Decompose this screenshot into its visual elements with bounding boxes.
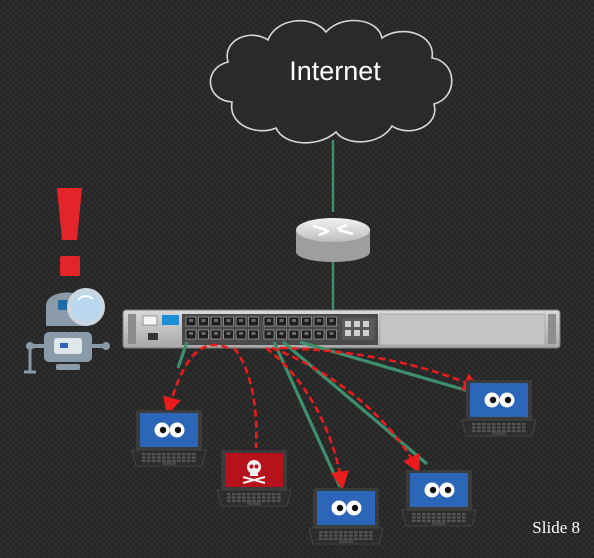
laptop-2[interactable] — [216, 450, 292, 507]
attack-arrow-5 — [279, 346, 482, 391]
exclamation-icon — [57, 188, 82, 276]
attack-arrows — [163, 343, 482, 490]
laptop-1[interactable] — [131, 410, 207, 467]
switch-icon — [122, 309, 561, 349]
attack-arrow-2 — [232, 347, 258, 449]
cloud-label: Internet — [289, 56, 381, 86]
eyes-icon — [484, 392, 515, 408]
laptop-5[interactable] — [461, 380, 537, 437]
link-laptop-4 — [281, 340, 429, 466]
laptop-4[interactable] — [401, 470, 477, 527]
router-icon — [296, 218, 370, 262]
attack-arrow-1 — [163, 343, 229, 416]
slide-number: Slide 8 — [532, 518, 580, 537]
attack-arrow-3 — [265, 346, 349, 490]
switch-ports — [185, 316, 337, 340]
link-laptop-1 — [176, 341, 189, 369]
eyes-icon — [154, 422, 185, 438]
attack-arrow-4 — [271, 346, 420, 474]
eyes-icon — [424, 482, 455, 498]
laptop-3[interactable] — [308, 488, 384, 545]
skull-icon — [242, 460, 266, 484]
cloud-icon — [209, 19, 453, 144]
robot-magnifier-icon — [24, 288, 110, 374]
eyes-icon — [331, 500, 362, 516]
